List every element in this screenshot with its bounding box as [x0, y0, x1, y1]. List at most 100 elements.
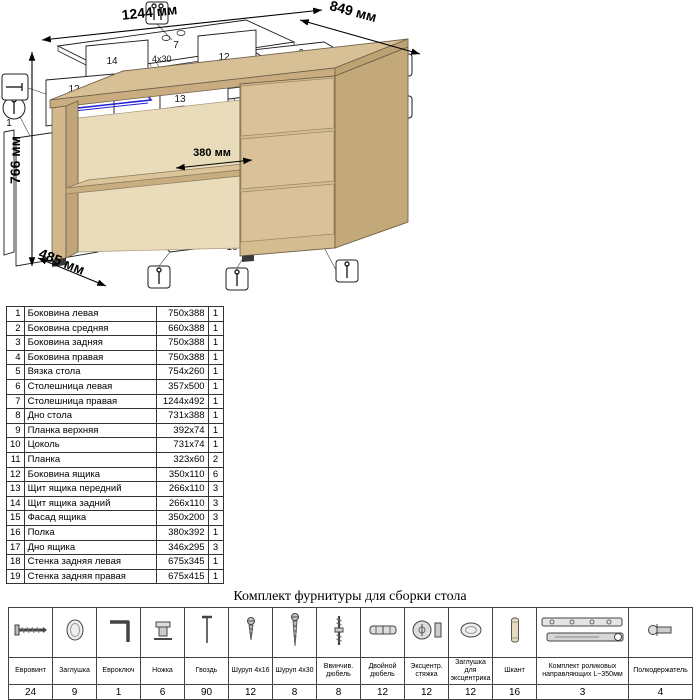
part-number: 12	[6, 466, 25, 483]
dim-line-front-depth	[37, 257, 107, 287]
part-number: 14	[6, 495, 25, 512]
screw-4x16-icon	[246, 617, 255, 641]
part-qty: 1	[207, 349, 224, 366]
part-qty: 1	[207, 378, 224, 395]
part-number: 1	[6, 306, 25, 322]
hw-name: Ввинчив. дюбель	[316, 656, 361, 686]
screw-4x30-icon	[290, 613, 299, 647]
hex-key-icon	[109, 620, 130, 642]
part-size: 750x388	[155, 306, 209, 322]
part-qty: 1	[207, 437, 224, 453]
hw-qty: 8	[272, 684, 317, 700]
part-number: 11	[6, 451, 25, 468]
hw-qty: 9	[52, 684, 97, 700]
cam-cap-icon	[460, 622, 481, 638]
desk-left-leg	[51, 105, 67, 261]
part-size: 731x74	[155, 437, 209, 453]
part-size: 266x110	[155, 495, 209, 512]
drawer-front-1[interactable]	[240, 77, 335, 137]
part-name: Щит ящика задний	[23, 495, 157, 512]
hw-icon-cell	[360, 607, 405, 658]
part-size: 357x500	[155, 378, 209, 395]
drawer-front-3[interactable]	[240, 183, 335, 243]
hw-qty: 1	[96, 684, 141, 700]
part-number: 7	[6, 393, 25, 410]
wooden-dowel-icon	[510, 617, 519, 643]
part-name: Планка	[23, 451, 157, 468]
cap-icon	[66, 619, 83, 641]
part-qty: 1	[207, 408, 224, 424]
part-name: Боковина правая	[23, 349, 157, 366]
part-qty: 1	[207, 306, 224, 322]
hw-icon-cell	[628, 607, 693, 658]
part-qty: 1	[207, 568, 224, 585]
part-label-12: 12	[68, 84, 80, 95]
hw-qty: 12	[404, 684, 449, 700]
hw-name: Заглушка	[52, 656, 97, 686]
part-size: 266x110	[155, 481, 209, 497]
part-number: 2	[6, 320, 25, 337]
part-qty: 3	[207, 481, 224, 497]
shelf-support-icon	[647, 624, 671, 636]
dim-line-width	[41, 7, 323, 43]
hw-icon-cell	[404, 607, 449, 658]
part-name: Вязка стола	[23, 364, 157, 380]
part-number: 8	[6, 408, 25, 424]
hw-icon-cell	[52, 607, 97, 658]
part-name: Щит ящика передний	[23, 481, 157, 497]
part-name: Дно ящика	[23, 539, 157, 556]
part-size: 675x415	[155, 568, 209, 585]
hw-qty: 8	[316, 684, 361, 700]
part-number: 15	[6, 510, 25, 526]
hw-icon-cell	[536, 607, 629, 658]
part-number: 9	[6, 422, 25, 439]
hw-icon-cell	[316, 607, 361, 658]
part-size: 346x295	[155, 539, 209, 556]
fastener-callout-box	[1, 73, 47, 101]
desk-dimension-drawing: 1244 мм 849 мм 766 мм 485 мм 380 мм	[7, 0, 421, 287]
part-number: 13	[6, 481, 25, 497]
part-number: 10	[6, 437, 25, 453]
hw-name: Шуруп 4x30	[272, 656, 317, 686]
dim-width-label: 1244 мм	[121, 1, 178, 23]
part-name: Стенка задняя левая	[23, 554, 157, 570]
hw-name: Комплект роликовых направляющих L~350мм	[536, 656, 629, 686]
hw-name: Заглушка для эксцентрика	[448, 656, 493, 686]
hardware-icon-row	[8, 607, 693, 658]
part-size: 380x392	[155, 524, 209, 541]
hw-icon-cell	[492, 607, 537, 658]
cam-lock-icon	[412, 620, 441, 640]
part-qty: 6	[207, 466, 224, 483]
part-size: 660x388	[155, 320, 209, 337]
hw-qty: 90	[184, 684, 229, 700]
part-label-7: 7	[173, 40, 179, 51]
hw-qty: 6	[140, 684, 185, 700]
hardware-table: Евровинт Заглушка Евроключ Ножка Гвоздь …	[8, 607, 693, 700]
part-number: 17	[6, 539, 25, 556]
part-name: Цоколь	[23, 437, 157, 453]
hw-name: Гвоздь	[184, 656, 229, 686]
hw-name: Евроключ	[96, 656, 141, 686]
hw-qty: 12	[448, 684, 493, 700]
drawer-front-2[interactable]	[240, 130, 335, 190]
cabinet-right-side	[334, 46, 409, 249]
part-qty: 3	[207, 495, 224, 512]
hw-name: Шуруп 4x16	[228, 656, 273, 686]
fastener-callout-box	[319, 239, 359, 283]
part-label-1: 1	[6, 118, 12, 129]
hw-icon-cell	[140, 607, 185, 658]
dim-height-label: 766 мм	[7, 136, 23, 184]
part-number: 6	[6, 378, 25, 395]
